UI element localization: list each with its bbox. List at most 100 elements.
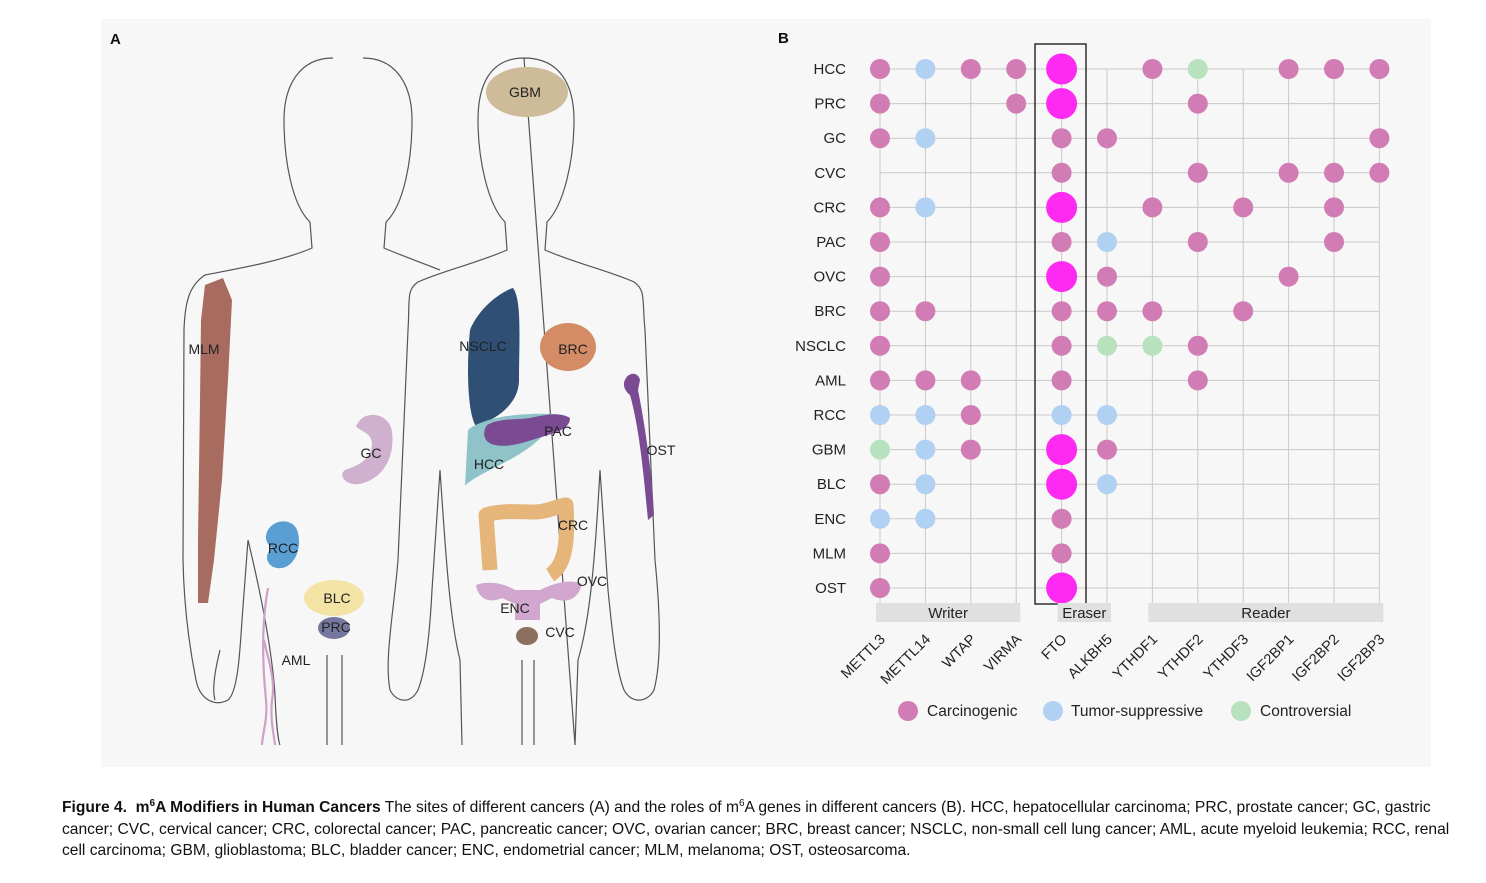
row-label: GC: [824, 130, 847, 147]
dot-PAC-YTHDF2: [1187, 232, 1208, 252]
column-label: YTHDF1: [1110, 632, 1161, 683]
dot-CVC-IGF2BP1: [1278, 162, 1299, 183]
dot-BRC-YTHDF1: [1142, 301, 1163, 322]
organ-label-brc: BRC: [558, 341, 588, 357]
row-label: ENC: [814, 511, 846, 528]
organ-rcc: [265, 521, 300, 569]
dot-matrix: [870, 53, 1390, 604]
group-strip: [876, 603, 1021, 622]
organ-gbm: [486, 67, 568, 117]
dot-HCC-WTAP: [960, 59, 981, 79]
column-label: YTHDF2: [1155, 632, 1206, 683]
dot-AML-METTL14: [915, 370, 936, 391]
organ-cvc: [516, 627, 538, 645]
dot-GBM-ALKBH5: [1097, 439, 1117, 460]
organ-label-rcc: RCC: [268, 540, 298, 556]
dot-GC-METTL14: [915, 128, 936, 149]
figure-panel: A GBM MLM NSCLC BRC PAC HCC GC OST RCC C…: [101, 19, 1431, 767]
organ-gc: [342, 414, 393, 485]
dot-ENC-METTL14: [915, 508, 936, 529]
dot-BRC-METTL14: [915, 301, 936, 322]
dot-GC-ALKBH5: [1097, 128, 1117, 149]
dot-OVC-ALKBH5: [1097, 266, 1117, 287]
organ-label-nsclc: NSCLC: [459, 338, 506, 354]
row-label: MLM: [813, 545, 846, 562]
organ-aml: [260, 587, 277, 746]
organ-label-enc: ENC: [500, 600, 530, 616]
dot-AML-FTO: [1051, 370, 1072, 391]
dot-HCC-IGF2BP2: [1324, 59, 1344, 79]
dot-ENC-METTL3: [870, 508, 890, 529]
dot-PRC-YTHDF2: [1187, 93, 1208, 114]
dot-GC-IGF2BP3: [1369, 128, 1390, 149]
dot-GBM-FTO: [1046, 434, 1078, 466]
row-label: RCC: [814, 407, 847, 424]
legend-label: Tumor-suppressive: [1071, 703, 1203, 720]
column-label: METTL14: [878, 632, 934, 688]
body-legs-front: [521, 660, 535, 745]
dot-OST-FTO: [1046, 572, 1078, 604]
dot-matrix-grid: [879, 68, 1380, 604]
dot-PAC-IGF2BP2: [1324, 232, 1344, 252]
organ-mlm: [198, 278, 232, 603]
body-legs-back: [213, 649, 343, 745]
dot-GC-FTO: [1051, 128, 1072, 149]
body-outline-front: [387, 57, 660, 746]
column-label: IGF2BP3: [1335, 632, 1388, 685]
dot-HCC-FTO: [1046, 53, 1078, 85]
organ-ovc: [476, 581, 582, 620]
organ-label-aml: AML: [282, 652, 311, 668]
dot-MLM-METTL3: [870, 543, 890, 564]
legend-label: Carcinogenic: [927, 703, 1018, 720]
dot-OVC-IGF2BP1: [1278, 266, 1299, 287]
organ-label-gc: GC: [361, 445, 382, 461]
panel-b: B HCCPRCGCCVCCRCPACOVCBRCNSCLCAMLRCCGBMB…: [778, 30, 1390, 721]
organ-label-crc: CRC: [558, 517, 588, 533]
dot-NSCLC-METTL3: [870, 335, 890, 356]
dot-HCC-METTL3: [870, 59, 890, 79]
row-label: CVC: [814, 165, 846, 182]
column-label: VIRMA: [981, 631, 1025, 675]
column-label: ALKBH5: [1065, 632, 1116, 683]
dot-BLC-FTO: [1046, 468, 1078, 500]
dot-AML-WTAP: [960, 370, 981, 391]
legend-label: Controversial: [1260, 703, 1351, 720]
column-label: FTO: [1039, 632, 1071, 664]
dot-AML-YTHDF2: [1187, 370, 1208, 391]
dot-OVC-METTL3: [870, 266, 890, 287]
row-labels: HCCPRCGCCVCCRCPACOVCBRCNSCLCAMLRCCGBMBLC…: [795, 61, 846, 597]
row-label: BLC: [817, 476, 846, 493]
organ-label-ovc: OVC: [577, 573, 607, 589]
dot-HCC-METTL14: [915, 59, 936, 79]
group-strip: [1148, 603, 1384, 622]
figure-svg: A GBM MLM NSCLC BRC PAC HCC GC OST RCC C…: [110, 30, 1390, 746]
organ-ost: [623, 373, 654, 520]
row-label: CRC: [814, 199, 847, 216]
caption-figure-number: Figure 4.: [62, 799, 127, 816]
panel-a: A GBM MLM NSCLC BRC PAC HCC GC OST RCC C…: [110, 31, 676, 746]
row-label: OST: [815, 580, 846, 597]
legend-swatch: [1043, 701, 1063, 721]
dot-GBM-WTAP: [960, 439, 981, 460]
dot-PRC-METTL3: [870, 93, 890, 114]
caption-title-sup: 6: [149, 797, 156, 809]
figure-caption: Figure 4. m6A Modifiers in Human Cancers…: [62, 797, 1472, 862]
group-label: Reader: [1241, 605, 1290, 622]
row-label: AML: [815, 372, 846, 389]
row-label: BRC: [814, 303, 846, 320]
dot-BLC-METTL14: [915, 474, 936, 495]
dot-GBM-METTL3: [870, 439, 890, 460]
dot-PAC-FTO: [1051, 232, 1072, 252]
dot-NSCLC-YTHDF2: [1187, 335, 1208, 356]
organ-label-pac: PAC: [544, 423, 572, 439]
dot-HCC-YTHDF2: [1187, 59, 1208, 79]
organ-label-gbm: GBM: [509, 84, 541, 100]
organ-blc: [304, 580, 364, 616]
caption-text-2: A genes in different cancers (B). HCC, h…: [62, 799, 1450, 859]
dot-CRC-METTL3: [870, 197, 890, 218]
dot-AML-METTL3: [870, 370, 890, 391]
row-label: HCC: [814, 61, 847, 78]
dot-HCC-IGF2BP3: [1369, 59, 1390, 79]
panel-b-label: B: [778, 30, 789, 47]
